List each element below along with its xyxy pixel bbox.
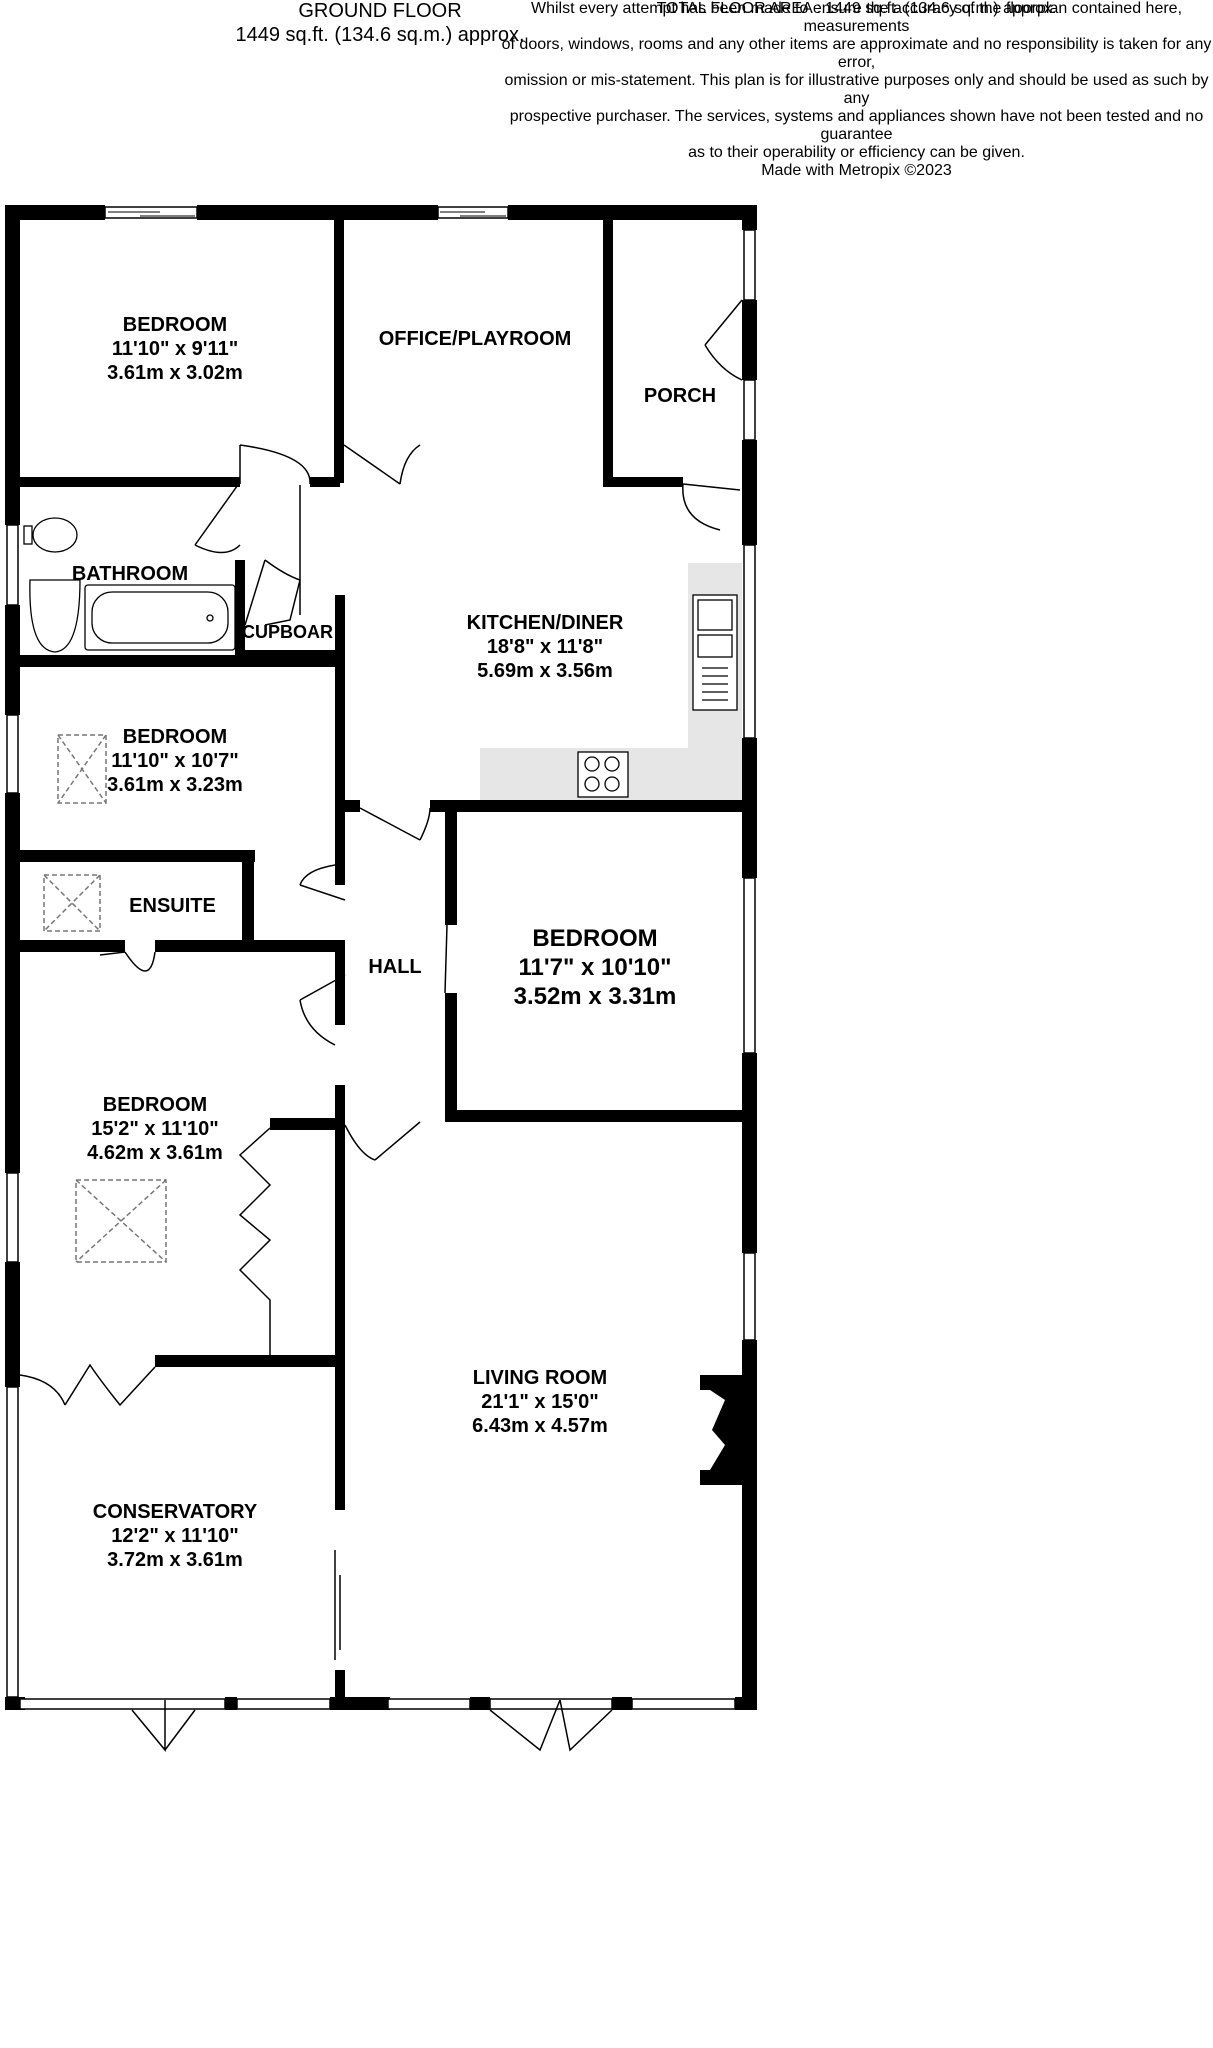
made-with-credit: Made with Metropix ©2023: [761, 162, 952, 179]
disclaimer-line: Whilst every attempt has been made to en…: [530, 0, 1183, 35]
room-ensuite: ENSUITE: [129, 895, 216, 917]
disclaimer-line: as to their operability or efficiency ca…: [688, 144, 1025, 161]
room-cupboard: CUPBOARD: [242, 622, 334, 642]
room-bathroom: BATHROOM: [71, 563, 189, 585]
room-bedroom-2: BEDROOM 11'10" x 10'7" 3.61m x 3.23m: [107, 726, 243, 796]
total-floor-area: TOTAL FLOOR AREA : 1449 sq.ft. (134.6 sq…: [656, 0, 1057, 17]
room-bedroom-4: BEDROOM 15'2" x 11'10" 4.62m x 3.61m: [87, 1094, 223, 1164]
doors: [19, 299, 743, 1753]
room-conservatory: CONSERVATORY 12'2" x 11'10" 3.72m x 3.61…: [92, 1501, 258, 1571]
room-bedroom-3: BEDROOM 11'7" x 10'10" 3.52m x 3.31m: [513, 925, 677, 1010]
room-office: OFFICE/PLAYROOM: [378, 328, 572, 350]
bathroom-fixtures: [23, 517, 236, 653]
room-porch: PORCH: [643, 385, 717, 407]
fireplace: [700, 1375, 742, 1485]
room-bedroom-1: BEDROOM 11'10" x 9'11" 3.61m x 3.02m: [107, 314, 243, 384]
disclaimer-line: of doors, windows, rooms and any other i…: [501, 36, 1212, 71]
room-kitchen: KITCHEN/DINER 18'8" x 11'8" 5.69m x 3.56…: [466, 612, 624, 682]
skylights: [43, 734, 167, 1263]
interior-walls: [5, 218, 750, 1710]
room-living: LIVING ROOM 21'1" x 15'0" 6.43m x 4.57m: [472, 1367, 608, 1437]
room-hall: HALL: [368, 956, 422, 978]
windows: [6, 206, 756, 1710]
floor-area: 1449 sq.ft. (134.6 sq.m.) approx.: [235, 24, 525, 46]
floor-title: GROUND FLOOR: [298, 0, 462, 22]
disclaimer-line: omission or mis-statement. This plan is …: [504, 72, 1209, 107]
disclaimer: Whilst every attempt has been made to en…: [500, 0, 1213, 180]
kitchen-fixtures: [577, 594, 738, 798]
disclaimer-line: prospective purchaser. The services, sys…: [509, 108, 1204, 143]
